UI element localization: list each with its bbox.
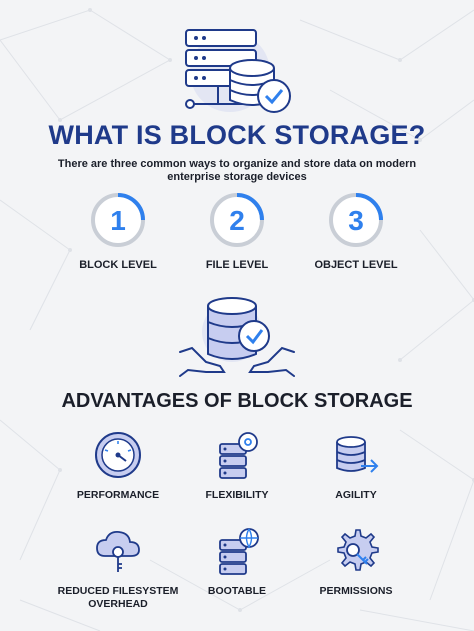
- server-database-check-illustration: [185, 29, 291, 113]
- level-1: 1 BLOCK LEVEL: [58, 192, 178, 271]
- progress-ring-icon: 2: [210, 193, 264, 247]
- level-label: OBJECT LEVEL: [314, 259, 398, 271]
- advantage-label: REDUCED FILESYSTEM OVERHEAD: [57, 585, 179, 610]
- database-hands-check-illustration: [179, 297, 295, 377]
- advantage-permissions: PERMISSIONS: [281, 526, 431, 598]
- server-gear-icon: [219, 432, 258, 479]
- level-number: 1: [110, 205, 126, 236]
- advantage-label: PERFORMANCE: [76, 489, 160, 501]
- server-globe-icon: [219, 528, 259, 575]
- advantage-label: FLEXIBILITY: [205, 489, 269, 501]
- speedometer-icon: [95, 432, 141, 478]
- gear-key-icon: [337, 529, 379, 571]
- advantage-agility: AGILITY: [281, 430, 431, 502]
- level-label: BLOCK LEVEL: [79, 259, 157, 271]
- page-subtitle: There are three common ways to organize …: [57, 158, 417, 183]
- level-number: 2: [229, 205, 245, 236]
- level-number: 3: [348, 205, 364, 236]
- database-arrow-icon: [336, 436, 379, 473]
- page-title: WHAT IS BLOCK STORAGE?: [48, 120, 426, 150]
- advantage-label: AGILITY: [335, 489, 377, 501]
- advantages-title: ADVANTAGES OF BLOCK STORAGE: [61, 390, 413, 412]
- progress-ring-icon: 1: [91, 193, 145, 247]
- advantage-bootable: BOOTABLE: [162, 526, 312, 598]
- advantage-label: PERMISSIONS: [319, 585, 393, 597]
- progress-ring-icon: 3: [329, 193, 383, 247]
- level-label: FILE LEVEL: [205, 259, 269, 271]
- advantage-flexibility: FLEXIBILITY: [162, 430, 312, 502]
- advantage-label: BOOTABLE: [207, 585, 267, 597]
- cloud-key-icon: [96, 531, 140, 572]
- advantage-performance: PERFORMANCE: [43, 430, 193, 502]
- level-3: 3 OBJECT LEVEL: [296, 192, 416, 271]
- advantage-reduced-filesystem-overhead: REDUCED FILESYSTEM OVERHEAD: [43, 526, 193, 611]
- level-2: 2 FILE LEVEL: [177, 192, 297, 271]
